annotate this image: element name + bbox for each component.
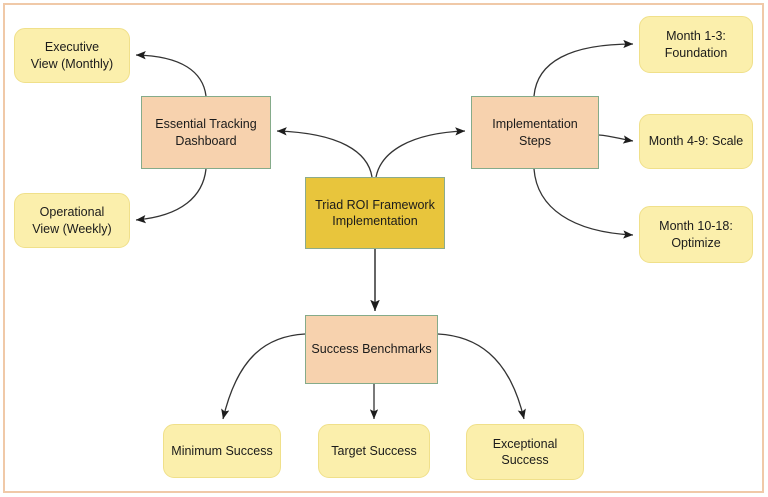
node-operational-view-weekly[interactable]: Operational View (Weekly) (14, 193, 130, 248)
node-month-1-3-foundation[interactable]: Month 1-3: Foundation (639, 16, 753, 73)
node-exceptional-success[interactable]: Exceptional Success (466, 424, 584, 480)
edge-benchmarks-to-minimum (221, 333, 306, 420)
edge-center-to-dashboard (276, 127, 373, 178)
node-essential-tracking-dashboard[interactable]: Essential Tracking Dashboard (141, 96, 271, 169)
node-target-success[interactable]: Target Success (318, 424, 430, 478)
node-month-10-18-optimize[interactable]: Month 10-18: Optimize (639, 206, 753, 263)
node-implementation-steps[interactable]: Implementation Steps (471, 96, 599, 169)
edge-dashboard-to-operational (135, 168, 207, 224)
edge-implementation-to-month49 (598, 134, 634, 144)
edge-implementation-to-month13 (533, 39, 634, 97)
edge-center-to-implementation (375, 127, 466, 178)
edge-implementation-to-month1018 (533, 168, 634, 239)
edge-dashboard-to-executive (135, 51, 207, 97)
node-month-4-9-scale[interactable]: Month 4-9: Scale (639, 114, 753, 169)
node-executive-view-monthly[interactable]: Executive View (Monthly) (14, 28, 130, 83)
node-success-benchmarks[interactable]: Success Benchmarks (305, 315, 438, 384)
edge-benchmarks-to-exceptional (437, 333, 526, 420)
node-center-triad-roi-framework[interactable]: Triad ROI Framework Implementation (305, 177, 445, 249)
node-minimum-success[interactable]: Minimum Success (163, 424, 281, 478)
